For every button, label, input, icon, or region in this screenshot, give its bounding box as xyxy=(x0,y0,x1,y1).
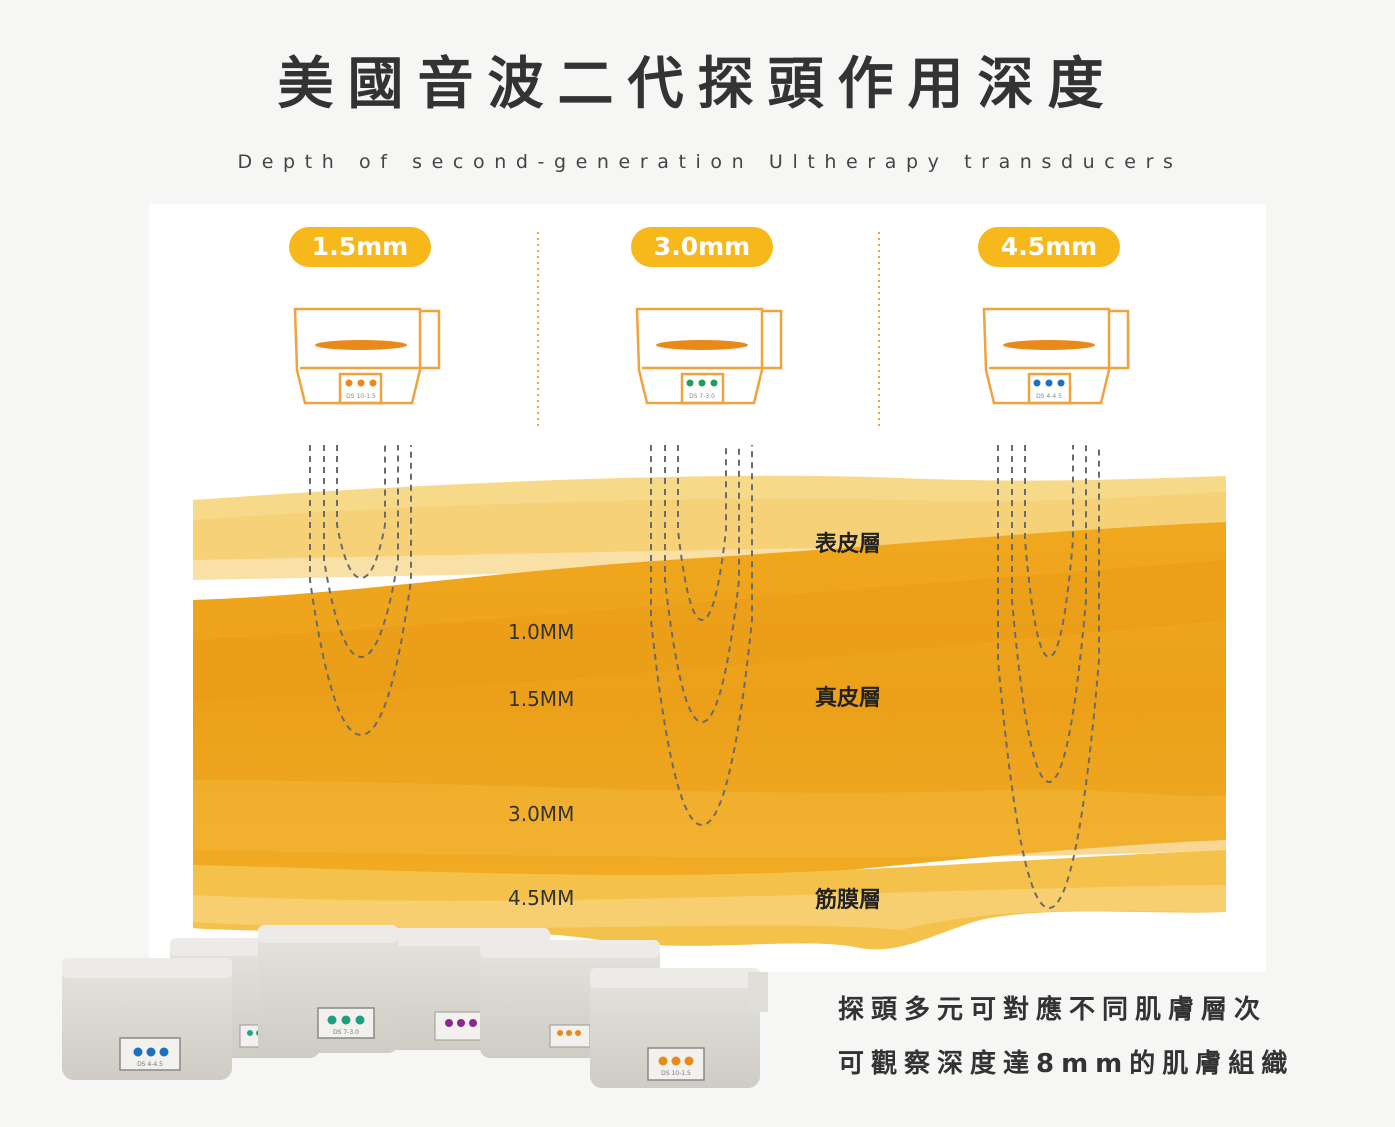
transducer-2-dot xyxy=(686,379,694,387)
caption-line-1: 探頭多元可對應不同肌膚層次 xyxy=(838,995,1268,1025)
beam-3-deep xyxy=(997,445,1100,910)
transducer-3-dot xyxy=(1057,379,1065,387)
beam-2-deep xyxy=(650,445,753,827)
focal-beams xyxy=(309,445,1100,910)
transducer-icon-2 xyxy=(635,307,783,405)
beam-3-shallow xyxy=(1024,445,1074,659)
beam-2-shallow xyxy=(677,445,727,622)
page-title: 美國音波二代探頭作用深度 xyxy=(277,52,1118,117)
caption-line-2: 可觀察深度達8mm的肌膚組織 xyxy=(838,1049,1295,1079)
transducer-1-code: DS 10-1.5 xyxy=(346,393,376,400)
depth-mark-3: 3.0MM xyxy=(508,802,575,826)
transducer-1-dot xyxy=(345,379,353,387)
product-code: DS 10-1.5 xyxy=(661,1070,691,1077)
transducer-1-dot xyxy=(369,379,377,387)
transducer-2-code: DS 7-3.0 xyxy=(689,393,715,400)
beam-3-mid xyxy=(1011,445,1087,784)
product-unit: DS 4-4.5 xyxy=(62,958,232,1080)
transducer-icon-1 xyxy=(293,307,441,405)
beam-1-deep xyxy=(309,445,412,737)
depth-pill-2: 3.0mm xyxy=(631,227,773,267)
layer-label-epidermis: 表皮層 xyxy=(815,532,882,557)
beam-1-mid xyxy=(323,445,399,659)
layer-label-dermis: 真皮層 xyxy=(815,686,882,711)
depth-mark-1: 1.0MM xyxy=(508,620,575,644)
transducer-product-row: DS 4-4.5 DS 7-3.0 DS 10-1.5 xyxy=(62,925,768,1088)
page-subtitle: Depth of second-generation Ultherapy tra… xyxy=(237,151,1183,173)
depth-mark-2: 1.5MM xyxy=(508,687,575,711)
depth-mark-4: 4.5MM xyxy=(508,886,575,910)
layer-label-fascia: 筋膜層 xyxy=(815,888,882,913)
beam-2-mid xyxy=(664,445,740,724)
transducer-3-dot xyxy=(1045,379,1053,387)
beam-1-shallow xyxy=(336,445,386,580)
skin-cross-section xyxy=(193,475,1226,950)
product-unit: DS 7-3.0 xyxy=(258,925,398,1053)
transducer-2-dot xyxy=(710,379,718,387)
transducer-1-dot xyxy=(357,379,365,387)
transducer-3-code: DS 4-4.5 xyxy=(1036,393,1062,400)
product-code: DS 7-3.0 xyxy=(333,1029,359,1036)
product-code: DS 4-4.5 xyxy=(137,1061,163,1068)
product-unit: DS 10-1.5 xyxy=(590,968,768,1088)
transducer-3-dot xyxy=(1033,379,1041,387)
transducer-icon-3 xyxy=(982,307,1130,405)
depth-pill-1: 1.5mm xyxy=(289,227,431,267)
transducer-2-dot xyxy=(698,379,706,387)
depth-pill-3: 4.5mm xyxy=(978,227,1120,267)
